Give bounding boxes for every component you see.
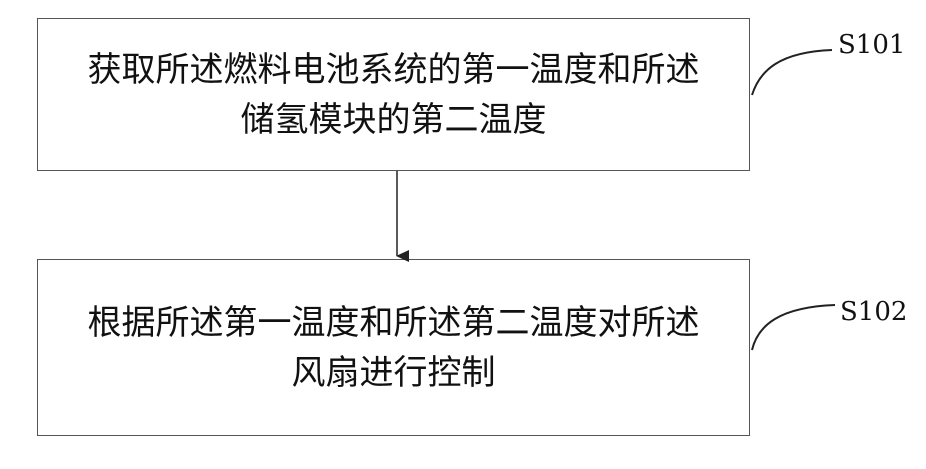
step-text-line: 获取所述燃料电池系统的第一温度和所述 xyxy=(88,45,700,95)
step-label-s101: S101 xyxy=(838,30,905,60)
step-text-line: 储氢模块的第二温度 xyxy=(88,95,700,145)
leader-curve-s102 xyxy=(752,305,835,350)
step-label-s102: S102 xyxy=(840,297,907,327)
leader-curve-s101 xyxy=(752,50,832,95)
step-text-line: 风扇进行控制 xyxy=(88,348,700,398)
step-box-s102: 根据所述第一温度和所述第二温度对所述 风扇进行控制 xyxy=(37,259,750,436)
step-text-s102: 根据所述第一温度和所述第二温度对所述 风扇进行控制 xyxy=(82,298,706,398)
step-text-s101: 获取所述燃料电池系统的第一温度和所述 储氢模块的第二温度 xyxy=(82,45,706,145)
step-box-s101: 获取所述燃料电池系统的第一温度和所述 储氢模块的第二温度 xyxy=(37,18,750,171)
step-text-line: 根据所述第一温度和所述第二温度对所述 xyxy=(88,298,700,348)
